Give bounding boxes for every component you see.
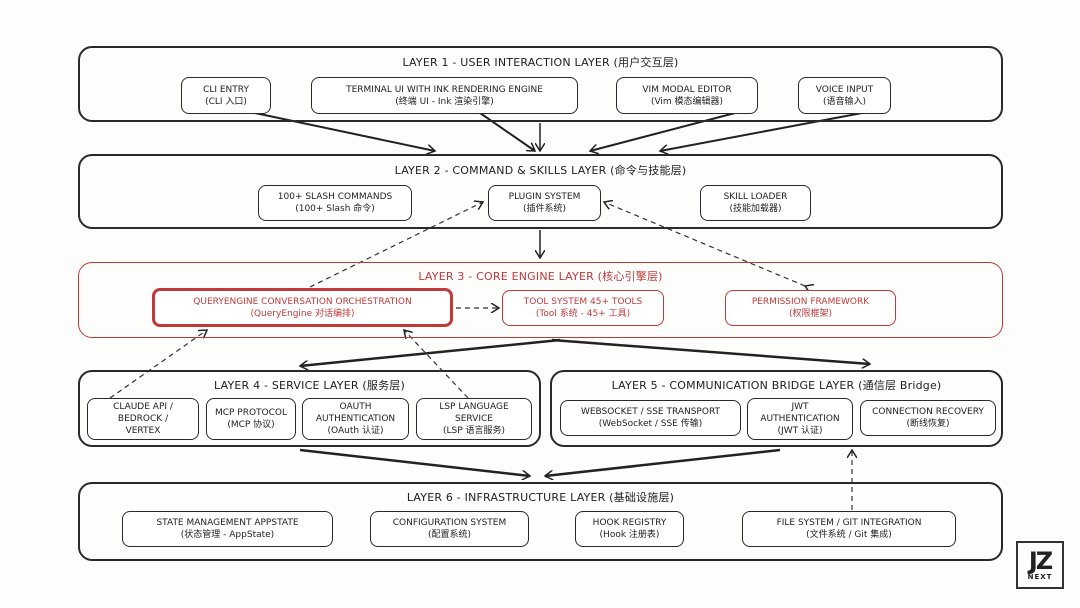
claude-api-box: CLAUDE API / BEDROCK / VERTEX xyxy=(87,398,199,440)
box-label: CONNECTION RECOVERY xyxy=(872,407,984,417)
vim-editor-box: VIM MODAL EDITOR(Vim 模态编辑器) xyxy=(616,77,758,114)
websocket-box: WEBSOCKET / SSE TRANSPORT (WebSocket / SS… xyxy=(560,400,741,436)
box-sublabel: (语音输入) xyxy=(822,96,867,107)
box-label: MCP PROTOCOL xyxy=(214,408,288,418)
tool-system-box: TOOL SYSTEM 45+ TOOLS (Tool 系统 - 45+ 工具) xyxy=(502,290,664,326)
box-label: VOICE INPUT xyxy=(815,84,874,95)
box-sublabel: (配置系统) xyxy=(427,530,472,540)
layer-title: LAYER 1 - USER INTERACTION LAYER (用户交互层) xyxy=(402,56,679,69)
layer-6-infrastructure: LAYER 6 - INFRASTRUCTURE LAYER (基础设施层) xyxy=(78,482,1003,561)
box-sublabel: (LSP 语言服务) xyxy=(442,426,506,436)
box-sublabel: (Hook 注册表) xyxy=(599,530,660,540)
box-label: CONFIGURATION SYSTEM xyxy=(392,518,507,528)
mcp-protocol-box: MCP PROTOCOL (MCP 协议) xyxy=(206,398,296,440)
logo-sub: NEXT xyxy=(1027,573,1053,581)
box-sublabel: (QueryEngine 对话编排) xyxy=(250,308,355,319)
arrow-l5-to-l6 xyxy=(545,448,781,476)
box-label: VIM MODAL EDITOR xyxy=(642,84,732,95)
box-label: STATE MANAGEMENT APPSTATE xyxy=(156,518,299,528)
box-sublabel: (Tool 系统 - 45+ 工具) xyxy=(535,309,631,319)
box-label: TERMINAL UI WITH INK RENDERING ENGINE xyxy=(346,84,543,95)
state-management-box: STATE MANAGEMENT APPSTATE (状态管理 - AppStat… xyxy=(122,511,333,547)
box-sublabel: (MCP 协议) xyxy=(227,420,275,430)
queryengine-box: QUERYENGINE CONVERSATION ORCHESTRATION(Q… xyxy=(152,288,453,327)
box-label: TOOL SYSTEM 45+ TOOLS xyxy=(523,297,643,307)
layer-4-service: LAYER 4 - SERVICE LAYER (服务层) xyxy=(78,370,541,447)
layer-3-core-engine: LAYER 3 - CORE ENGINE LAYER (核心引擎层) xyxy=(78,262,1003,338)
box-label: HOOK REGISTRY xyxy=(592,518,667,528)
box-label: AUTHENTICATION xyxy=(315,414,396,424)
layer-1-user-interaction: LAYER 1 - USER INTERACTION LAYER (用户交互层) xyxy=(78,46,1003,122)
box-label: SERVICE xyxy=(455,414,493,424)
skill-loader-box: SKILL LOADER (技能加载器) xyxy=(700,185,811,221)
oauth-box: OAUTH AUTHENTICATION (OAuth 认证) xyxy=(302,398,409,440)
hook-registry-box: HOOK REGISTRY (Hook 注册表) xyxy=(575,511,684,547)
box-sublabel: (插件系统) xyxy=(522,204,567,214)
lsp-service-box: LSP LANGUAGE SERVICE (LSP 语言服务) xyxy=(416,398,532,440)
jwt-box: JWT AUTHENTICATION (JWT 认证) xyxy=(747,398,853,440)
box-sublabel: (状态管理 - AppState) xyxy=(180,530,275,540)
layer-title: LAYER 5 - COMMUNICATION BRIDGE LAYER (通信… xyxy=(611,379,942,392)
box-sublabel: (文件系统 / Git 集成) xyxy=(806,530,892,540)
box-sublabel: (100+ Slash 命令) xyxy=(295,204,375,214)
box-label: FILE SYSTEM / GIT INTEGRATION xyxy=(776,518,922,528)
box-label: WEBSOCKET / SSE TRANSPORT xyxy=(580,407,721,417)
box-label: VERTEX xyxy=(125,426,161,436)
box-label: PERMISSION FRAMEWORK xyxy=(751,297,870,307)
box-label: QUERYENGINE CONVERSATION ORCHESTRATION xyxy=(193,296,412,307)
layer-title: LAYER 2 - COMMAND & SKILLS LAYER (命令与技能层… xyxy=(394,164,687,177)
box-label: SKILL LOADER xyxy=(723,192,788,202)
box-label: 100+ SLASH COMMANDS xyxy=(277,192,393,202)
arrow-l3-to-l5 xyxy=(551,338,870,364)
box-sublabel: (JWT 认证) xyxy=(777,426,823,436)
box-sublabel: (OAuth 认证) xyxy=(327,426,384,436)
voice-input-box: VOICE INPUT(语音输入) xyxy=(798,77,891,114)
box-label: JWT xyxy=(791,402,809,412)
jz-next-logo: JZ NEXT xyxy=(1016,541,1064,589)
box-sublabel: (断线恢复) xyxy=(906,419,950,429)
arrow-l4-to-l6 xyxy=(299,448,530,476)
file-system-git-box: FILE SYSTEM / GIT INTEGRATION (文件系统 / Git… xyxy=(742,511,956,547)
plugin-system-box: PLUGIN SYSTEM (插件系统) xyxy=(488,185,601,221)
box-sublabel: (Vim 模态编辑器) xyxy=(650,96,724,107)
box-label: CLI ENTRY xyxy=(203,84,249,95)
layer-5-communication-bridge: LAYER 5 - COMMUNICATION BRIDGE LAYER (通信… xyxy=(550,370,1003,447)
box-label: BEDROCK / xyxy=(117,414,169,424)
permission-framework-box: PERMISSION FRAMEWORK (权限框架) xyxy=(725,290,896,326)
box-sublabel: (终端 UI - Ink 渲染引擎) xyxy=(395,96,494,107)
box-sublabel: (权限框架) xyxy=(788,309,833,319)
cli-entry-box: CLI ENTRY(CLI 入口) xyxy=(181,77,271,114)
box-sublabel: (WebSocket / SSE 传输) xyxy=(598,419,703,429)
box-sublabel: (技能加载器) xyxy=(729,204,782,214)
box-label: PLUGIN SYSTEM xyxy=(508,192,581,202)
logo-mark: JZ xyxy=(1028,547,1053,575)
box-sublabel: (CLI 入口) xyxy=(205,96,247,107)
box-label: CLAUDE API / xyxy=(113,402,173,412)
slash-commands-box: 100+ SLASH COMMANDS (100+ Slash 命令) xyxy=(258,185,412,221)
layer-title: LAYER 4 - SERVICE LAYER (服务层) xyxy=(214,379,405,392)
connection-recovery-box: CONNECTION RECOVERY (断线恢复) xyxy=(860,400,996,436)
layer-2-command-skills: LAYER 2 - COMMAND & SKILLS LAYER (命令与技能层… xyxy=(78,154,1003,229)
box-label: AUTHENTICATION xyxy=(760,414,840,424)
box-label: OAUTH xyxy=(339,402,372,412)
layer-title: LAYER 3 - CORE ENGINE LAYER (核心引擎层) xyxy=(418,270,663,283)
configuration-system-box: CONFIGURATION SYSTEM (配置系统) xyxy=(370,511,529,547)
layer-title: LAYER 6 - INFRASTRUCTURE LAYER (基础设施层) xyxy=(406,491,675,504)
box-label: LSP LANGUAGE xyxy=(439,402,509,412)
terminal-ui-box: TERMINAL UI WITH INK RENDERING ENGINE(终端… xyxy=(311,77,578,114)
arrow-l3-to-l4 xyxy=(300,338,561,366)
